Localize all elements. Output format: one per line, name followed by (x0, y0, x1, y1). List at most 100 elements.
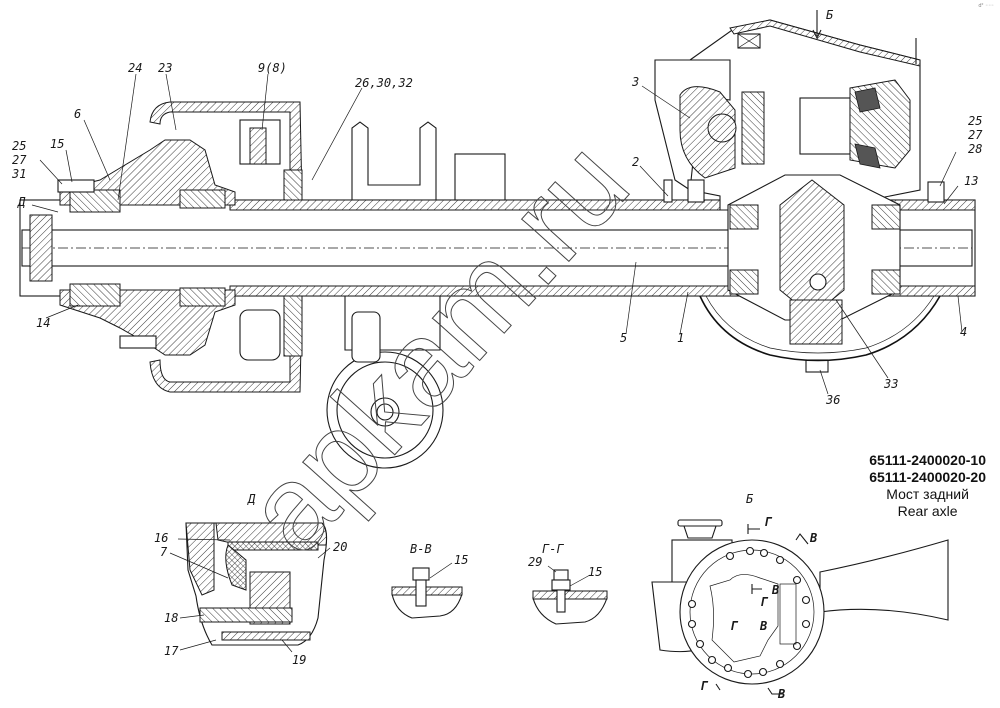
flange-bolt (723, 663, 733, 673)
view-B: Б Г (651, 492, 949, 701)
leader-9-8 (261, 73, 269, 131)
flange-bolt (792, 575, 802, 585)
leader-15 (65, 149, 73, 183)
view-B-breather-base (683, 525, 717, 539)
brake-chamber-ring (336, 361, 434, 459)
detail-D: Д 16 7 20 18 17 19 (154, 492, 347, 667)
leader-25-27-31 (39, 159, 63, 185)
section-GG-bolt (556, 589, 566, 613)
backing-plate-bottom (283, 295, 303, 357)
flange-bolt (687, 619, 697, 629)
view-B-section-marks: Г В В Г Г В Г В (700, 515, 817, 701)
leader-7 (169, 552, 229, 579)
callout-3: 3 (631, 75, 639, 89)
section-GG-plate (532, 590, 608, 600)
callout-16: 16 (154, 531, 168, 545)
leader-16 (177, 538, 231, 541)
leader-24 (117, 73, 137, 201)
view-B-flange (679, 539, 825, 685)
detail-D-sleeve (199, 607, 293, 623)
section-mark-G-bottom: Г (700, 679, 709, 693)
leader-VV-15 (429, 562, 453, 579)
flange-bolt (758, 667, 768, 677)
leader-lines (31, 73, 963, 395)
callout-GG-15: 15 (588, 565, 602, 579)
leader-GG-29 (547, 565, 557, 573)
leader-GG-15 (569, 574, 591, 587)
callout-25-b: 25 (968, 114, 982, 128)
leader-3 (641, 85, 691, 119)
bearing-cage (741, 91, 765, 165)
callout-28: 28 (968, 142, 982, 156)
flange-bolt (695, 639, 705, 649)
callout-20: 20 (333, 540, 347, 554)
leader-17 (179, 639, 217, 651)
flange-bolt (775, 555, 785, 565)
slack-adjuster (351, 311, 381, 363)
leader-19 (281, 639, 293, 653)
detail-D-hub-section (185, 522, 215, 596)
detail-D-cuff (225, 544, 247, 591)
view-B-arrowhead (812, 29, 822, 40)
section-mark-G-mid: Г (760, 595, 769, 609)
flange-bolt (801, 595, 811, 605)
section-VV-title: В-В (410, 542, 432, 556)
leader-4 (957, 295, 963, 333)
leader-23 (165, 73, 177, 131)
section-VV-plate (391, 586, 463, 596)
backing-plate-top (283, 169, 303, 201)
section-VV-body (391, 593, 463, 619)
leader-14 (45, 304, 79, 319)
drive-gear-section (707, 113, 737, 143)
section-mark-V-bottom: В (777, 687, 785, 701)
spring-pad (454, 153, 506, 201)
leader-36 (819, 369, 829, 395)
flange-bolt (745, 546, 755, 556)
bracket-lower (344, 296, 441, 351)
callout-6: 6 (74, 107, 81, 121)
hub-cap (29, 214, 53, 282)
section-mark-G-low: Г (730, 619, 739, 633)
name-ru: Мост задний (886, 486, 969, 502)
brake-chamber (326, 351, 444, 469)
view-B-bolt-circle (687, 546, 811, 679)
diff-bearing-right-bottom (871, 269, 901, 295)
view-B-label: Б (826, 8, 834, 22)
flange-bolt (792, 641, 802, 651)
leader-13 (943, 185, 959, 205)
brake-shoe-top (249, 127, 267, 165)
flange-bolt (707, 655, 717, 665)
breather-cross-2 (737, 33, 761, 49)
bolt-right (927, 181, 945, 203)
callout-VV-15: 15 (454, 553, 468, 567)
roller-1 (854, 87, 881, 113)
detail-D-shaft (221, 631, 311, 641)
roller-2 (854, 143, 881, 169)
view-B-cover-plate (779, 583, 797, 645)
view-B-cutaway (709, 574, 779, 663)
section-GG-nut (553, 569, 569, 581)
section-VV: В-В 15 (391, 542, 468, 619)
section-mark-stroke (767, 687, 784, 695)
callout-26-30-32: 26,30,32 (355, 76, 413, 90)
leader-18 (179, 614, 205, 619)
outer-bearing-top (69, 189, 121, 213)
inner-bearing-bottom (179, 287, 226, 307)
title-block: 65111-2400020-10 65111-2400020-20 Мост з… (869, 452, 986, 520)
leader-25-27-28 (939, 151, 957, 187)
callout-15: 15 (50, 137, 64, 151)
leader-2 (639, 165, 669, 197)
callout-5: 5 (620, 331, 627, 345)
flange-bolt (743, 669, 753, 679)
section-GG-body (532, 597, 608, 625)
callout-25-a: 25 (12, 139, 26, 153)
callout-4: 4 (960, 325, 967, 339)
spider-pin (809, 273, 827, 291)
diff-bearing-left-top (729, 204, 759, 230)
section-GG: Г-Г 29 15 (528, 542, 608, 625)
callout-36: 36 (825, 393, 840, 407)
axle-bowl-inner (705, 295, 935, 354)
grease-fitting (663, 179, 673, 203)
axle-bowl (699, 295, 941, 362)
